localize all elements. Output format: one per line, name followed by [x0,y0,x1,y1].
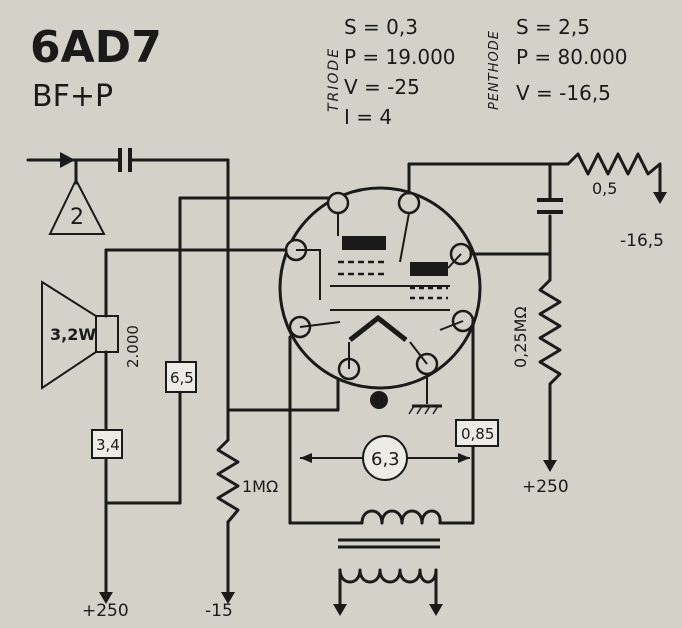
box-65-label: 6,5 [170,369,194,387]
speaker-power-label: 3,2W [50,325,96,344]
tube-electrodes [296,212,464,409]
heater-voltage-marker [300,435,470,481]
input-stage-label: 2 [70,205,84,230]
pentode-param-p: P = 80.000 [516,45,628,69]
pentode-param-v: V = -16,5 [516,81,611,105]
triode-param-p: P = 19.000 [344,45,456,69]
supply-right-label: +250 [522,477,569,497]
box-085 [455,419,499,447]
plate-resistor-label: 0,25MΩ [511,306,530,368]
coupling-capacitor [118,148,132,172]
box-085-label: 0,85 [461,425,494,443]
circuit-wires [104,158,662,606]
pentode-param-s: S = 2,5 [516,15,590,39]
plate-resistor [538,278,562,386]
heater-transformer [333,509,443,616]
pentode-section-label: PENTHODE [487,30,502,110]
arrow-down-icon [99,592,113,604]
speaker-impedance-label: 2.000 [124,325,142,368]
tube-name: 6AD7 [30,22,162,73]
series-resistor [566,152,662,176]
bias-right-label: -16,5 [620,231,664,251]
arrow-down-icon [653,192,667,204]
ground-icon [408,374,442,415]
arrow-down-icon [543,460,557,472]
supply-left-label: +250 [82,601,129,621]
tube-function: BF+P [32,79,113,114]
tube-pin [397,191,421,215]
box-34-label: 3,4 [96,436,120,454]
box-34 [91,429,123,459]
tube-pin [326,191,350,215]
grid-resistor-label: 1MΩ [242,477,278,496]
triode-param-s: S = 0,3 [344,15,418,39]
box-65 [165,361,197,393]
arrow-down-icon [221,592,235,604]
bypass-capacitor [537,198,563,214]
tube-envelope [278,186,482,390]
triode-param-i: I = 4 [344,105,392,129]
input-lead [26,152,120,185]
triode-section-label: TRIODE [326,47,342,112]
bias-left-label: -15 [205,601,233,621]
series-resistor-label: 0,5 [592,179,617,198]
triode-param-v: V = -25 [344,75,420,99]
input-stage-triangle [48,177,106,235]
heater-voltage-label: 6,3 [371,449,400,470]
grid-resistor [216,438,240,524]
